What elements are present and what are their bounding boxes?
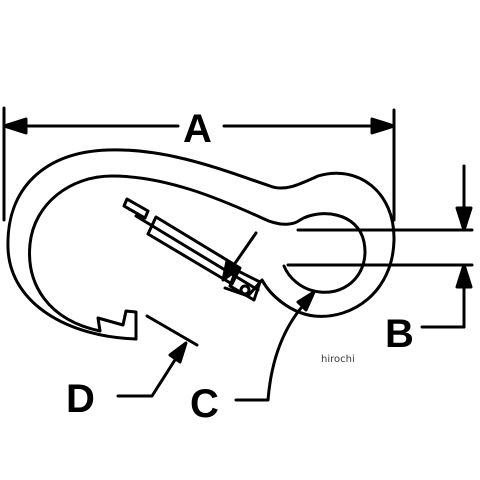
dimension-c-leader	[221, 231, 316, 402]
hook-inner-outline	[28, 174, 367, 333]
dimension-label-d: D	[66, 377, 95, 421]
dimension-a	[2, 106, 396, 222]
watermark-text: hirochi	[321, 354, 355, 365]
dimension-label-c: C	[190, 382, 219, 426]
spring-gate	[122, 197, 262, 302]
dimension-d-leader	[116, 314, 199, 398]
dimension-label-a: A	[183, 107, 212, 151]
hook-tip	[96, 309, 138, 341]
dimension-b	[286, 164, 474, 329]
hook-outer-outline	[6, 148, 396, 341]
dimension-label-b: B	[385, 312, 414, 356]
